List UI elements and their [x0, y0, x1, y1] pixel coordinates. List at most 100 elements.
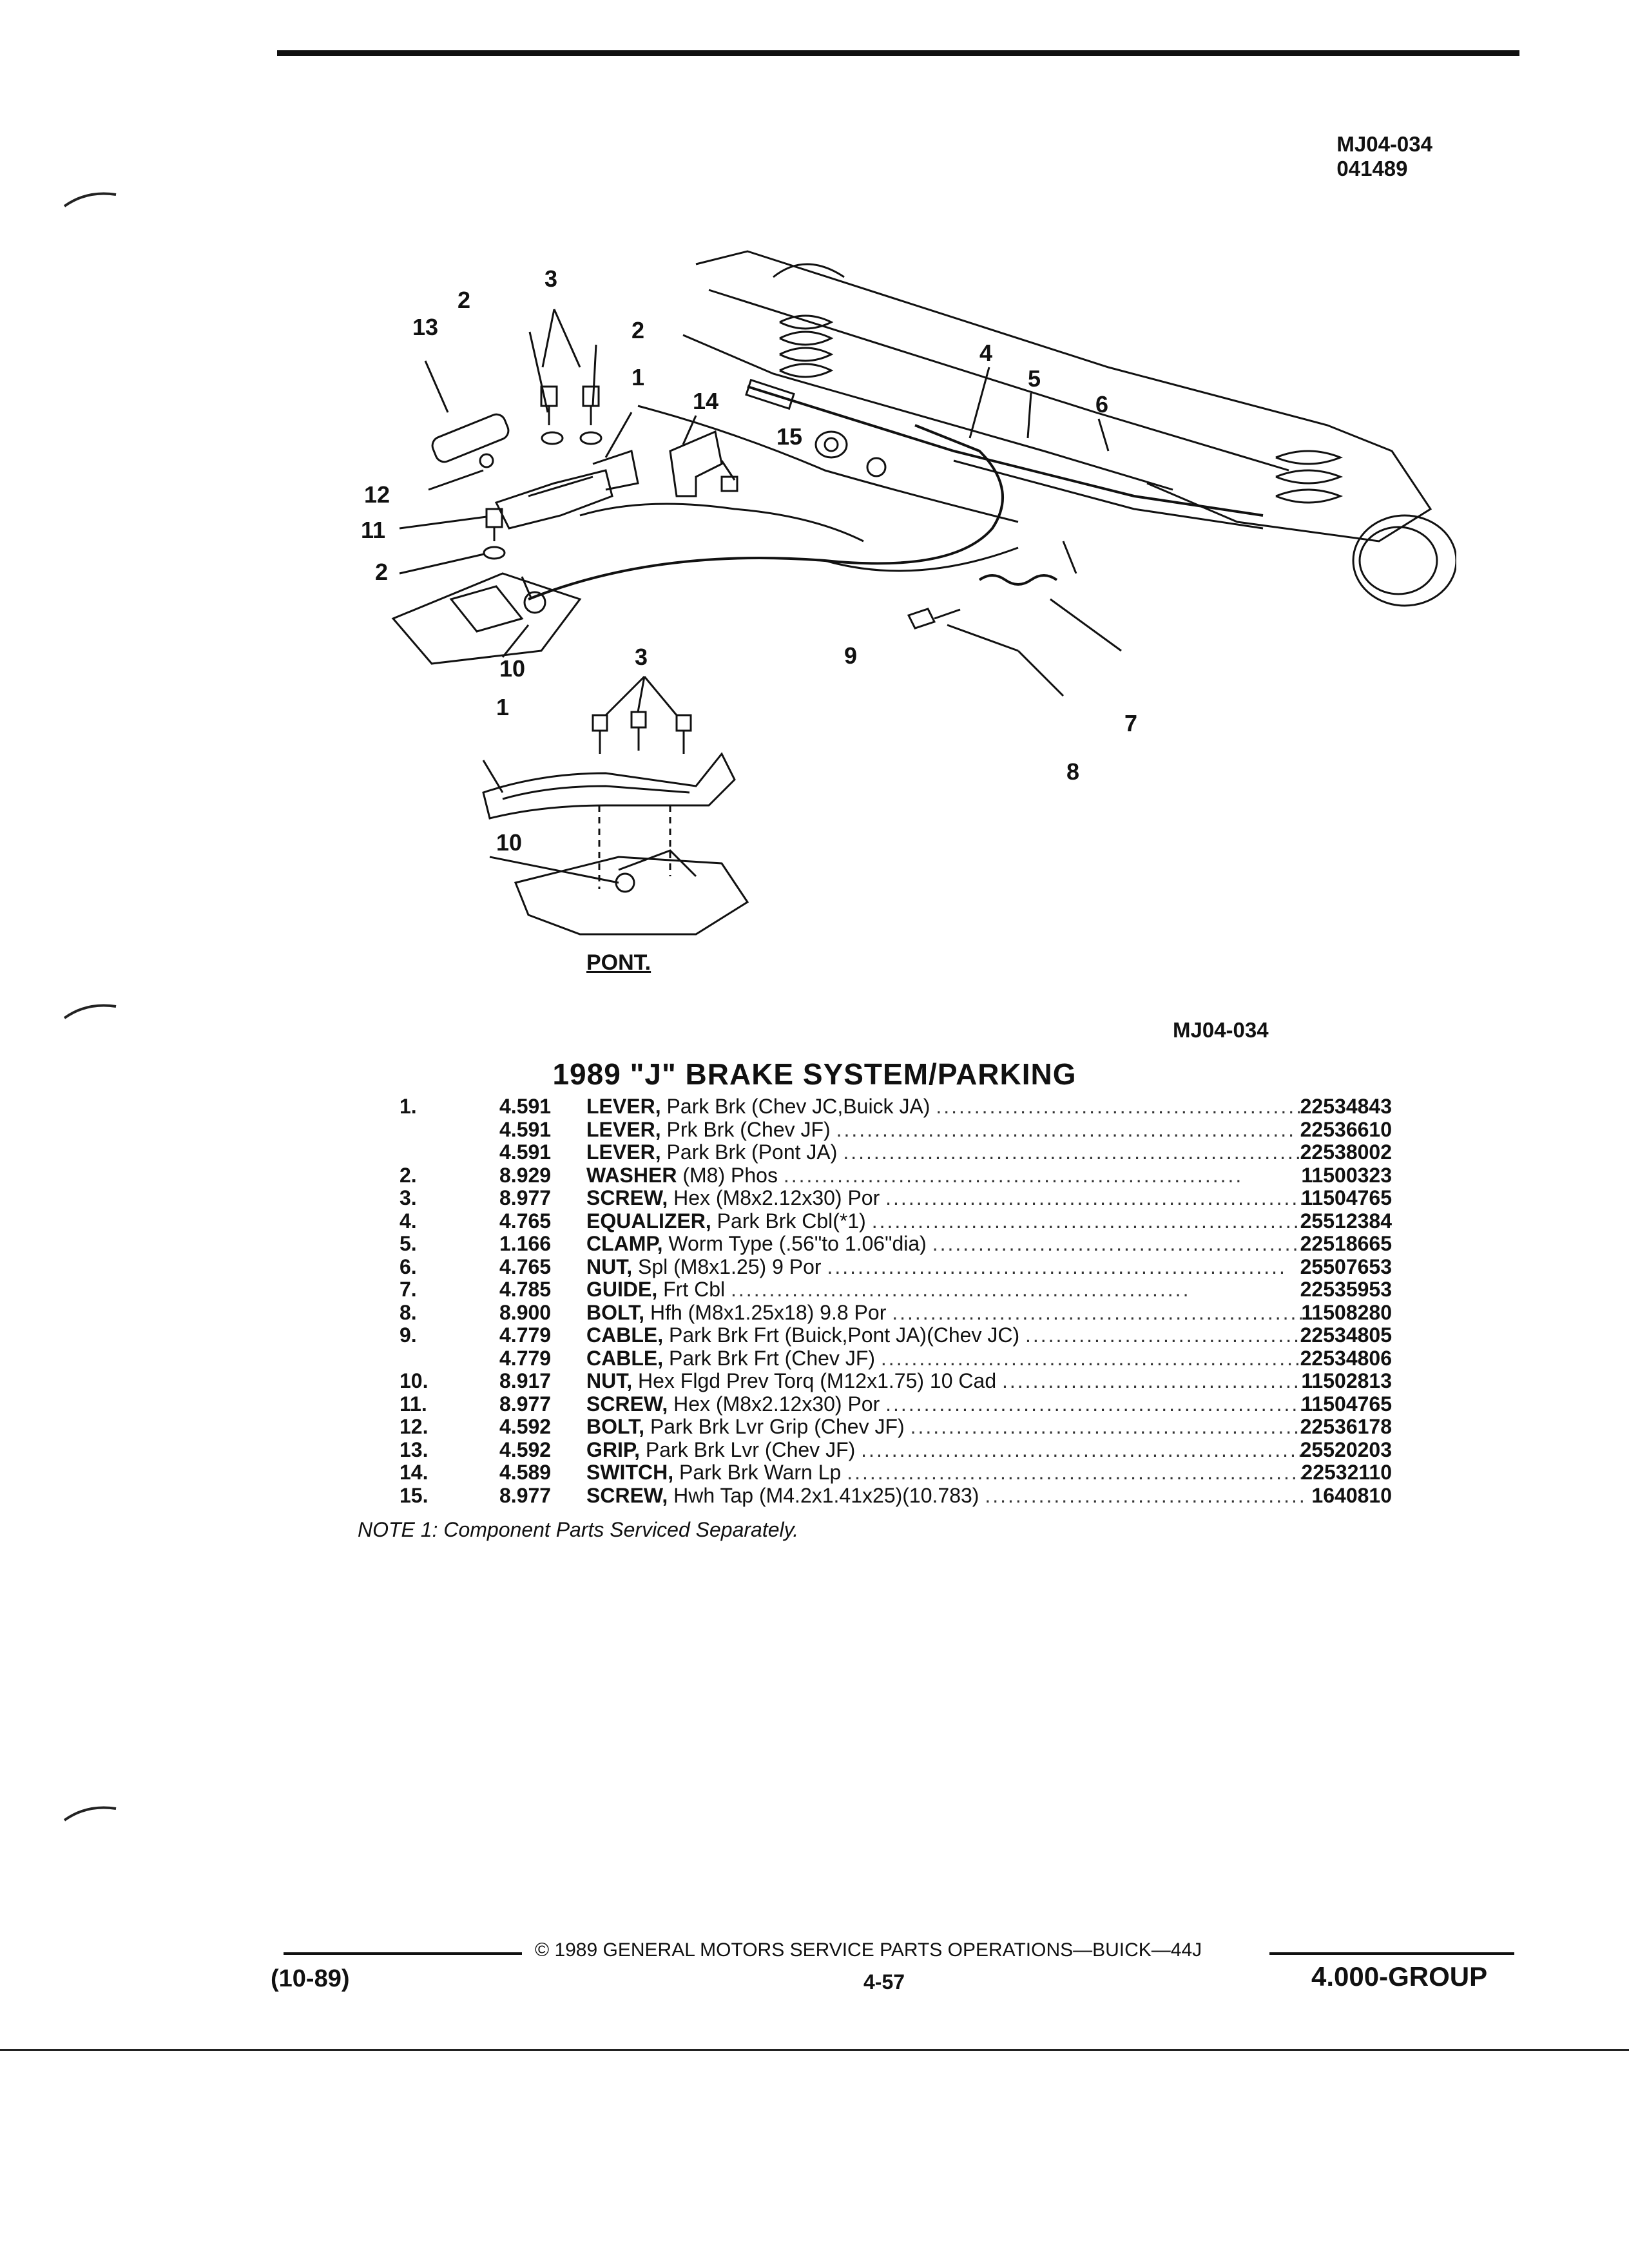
part-description: EQUALIZER, Park Brk Cbl(*1) ............…: [586, 1210, 1308, 1233]
part-description: LEVER, Park Brk (Chev JC,Buick JA) .....…: [586, 1095, 1308, 1119]
leader-dots: ........................................…: [871, 1209, 1308, 1233]
leader-dots: ........................................…: [827, 1255, 1287, 1278]
group-number: 4.785: [499, 1278, 552, 1301]
part-detail: Frt Cbl: [663, 1278, 726, 1301]
footer-date: (10-89): [271, 1965, 350, 1992]
part-number: 22534805: [1300, 1323, 1392, 1347]
part-detail: Prk Brk (Chev JF): [666, 1118, 831, 1141]
part-detail: Park Brk Frt (Chev JF): [669, 1347, 876, 1370]
callout-14: 14: [693, 388, 718, 414]
table-row: 5. 1.166 CLAMP, Worm Type (.56"to 1.06"dia…: [348, 1232, 1392, 1256]
callout-12: 12: [364, 481, 390, 508]
margin-mark: [63, 1004, 117, 1019]
group-number: 4.592: [499, 1437, 552, 1461]
part-detail: (M8) Phos: [682, 1164, 778, 1187]
leader-dots: ........................................…: [843, 1141, 1303, 1164]
part-name: EQUALIZER,: [586, 1209, 711, 1233]
group-number: 4.779: [499, 1346, 552, 1370]
group-number: 4.591: [499, 1095, 552, 1118]
callout-10: 10: [496, 829, 522, 856]
part-number: 25520203: [1300, 1437, 1392, 1461]
part-description: CABLE, Park Brk Frt (Buick,Pont JA)(Chev…: [586, 1324, 1308, 1347]
leader-dots: ........................................…: [885, 1187, 1308, 1209]
part-description: SCREW, Hex (M8x2.12x30) Por ............…: [586, 1187, 1308, 1210]
callout-6: 6: [1095, 391, 1108, 418]
group-number: 8.977: [499, 1392, 552, 1416]
item-number: 7.: [400, 1278, 417, 1301]
callout-3: 3: [635, 644, 648, 670]
item-number: 10.: [400, 1369, 429, 1392]
top-rule: [277, 50, 1519, 56]
parking-brake-diagram: 3 2 2 13 1 14 15 12 11 2 4 5 6 10 9 7 8 …: [361, 250, 1456, 936]
callout-10: 10: [499, 655, 525, 682]
part-detail: Spl (M8x1.25) 9 Por: [638, 1255, 822, 1278]
part-description: CLAMP, Worm Type (.56"to 1.06"dia) .....…: [586, 1233, 1308, 1256]
item-number: 2.: [400, 1163, 417, 1187]
part-number: 22536178: [1300, 1415, 1392, 1438]
group-number: 8.977: [499, 1186, 552, 1209]
part-name: WASHER: [586, 1164, 677, 1187]
group-number: 8.900: [499, 1300, 552, 1324]
leader-dots: ........................................…: [936, 1095, 1308, 1118]
part-detail: Park Brk Lvr (Chev JF): [645, 1438, 856, 1461]
part-name: SCREW,: [586, 1484, 668, 1507]
group-number: 4.765: [499, 1254, 552, 1278]
callout-4: 4: [979, 340, 992, 366]
callout-2: 2: [458, 287, 470, 313]
table-row: 7. 4.785 GUIDE, Frt Cbl ..................…: [348, 1278, 1392, 1302]
group-number: 4.592: [499, 1415, 552, 1438]
part-detail: Park Brk Lvr Grip (Chev JF): [650, 1416, 905, 1438]
group-number: 8.977: [499, 1483, 552, 1507]
margin-mark: [63, 192, 117, 207]
leader-dots: ........................................…: [1025, 1324, 1308, 1347]
part-description: GUIDE, Frt Cbl .........................…: [586, 1278, 1308, 1302]
part-number: 22538002: [1300, 1140, 1392, 1164]
section-title: 1989 "J" BRAKE SYSTEM/PARKING: [552, 1057, 1077, 1091]
part-description: NUT, Spl (M8x1.25) 9 Por ...............…: [586, 1256, 1308, 1279]
item-number: 9.: [400, 1323, 417, 1347]
part-detail: Hex (M8x2.12x30) Por: [673, 1187, 880, 1209]
part-detail: Worm Type (.56"to 1.06"dia): [668, 1233, 927, 1255]
part-description: LEVER, Prk Brk (Chev JF) ...............…: [586, 1119, 1308, 1142]
leader-dots: ........................................…: [847, 1461, 1307, 1484]
item-number: 4.: [400, 1209, 417, 1233]
leader-dots: ........................................…: [892, 1301, 1308, 1324]
part-number: 11504765: [1301, 1392, 1392, 1416]
part-name: LEVER,: [586, 1141, 661, 1164]
part-detail: Park Brk Frt (Buick,Pont JA)(Chev JC): [669, 1324, 1020, 1347]
part-name: CABLE,: [586, 1347, 664, 1370]
part-description: CABLE, Park Brk Frt (Chev JF) ..........…: [586, 1347, 1308, 1370]
reference-block: MJ04-034 041489: [1336, 132, 1432, 181]
callout-7: 7: [1124, 710, 1137, 736]
part-number: 22535953: [1300, 1278, 1392, 1301]
leader-dots: ........................................…: [910, 1416, 1308, 1438]
part-number: 22534806: [1300, 1346, 1392, 1370]
callout-9: 9: [844, 642, 857, 669]
callout-13: 13: [412, 314, 438, 340]
item-number: 15.: [400, 1483, 429, 1507]
part-number: 22532110: [1301, 1461, 1392, 1484]
part-detail: Park Brk Warn Lp: [679, 1461, 842, 1484]
part-description: SCREW, Hex (M8x2.12x30) Por ............…: [586, 1393, 1308, 1416]
part-number: 22536610: [1300, 1117, 1392, 1141]
group-number: 8.929: [499, 1163, 552, 1187]
item-number: 8.: [400, 1300, 417, 1324]
part-description: BOLT, Hfh (M8x1.25x18) 9.8 Por .........…: [586, 1302, 1308, 1325]
item-number: 5.: [400, 1232, 417, 1255]
part-description: SWITCH, Park Brk Warn Lp ...............…: [586, 1461, 1308, 1485]
leader-dots: ........................................…: [932, 1233, 1308, 1255]
group-number: 1.166: [499, 1232, 552, 1255]
callout-8: 8: [1066, 758, 1079, 785]
part-number: 11508280: [1301, 1300, 1392, 1324]
part-detail: Hex Flgd Prev Torq (M12x1.75) 10 Cad: [638, 1370, 997, 1392]
note: NOTE 1: Component Parts Serviced Separat…: [358, 1518, 799, 1541]
callout-2: 2: [631, 317, 644, 343]
leader-dots: ........................................…: [985, 1484, 1308, 1507]
